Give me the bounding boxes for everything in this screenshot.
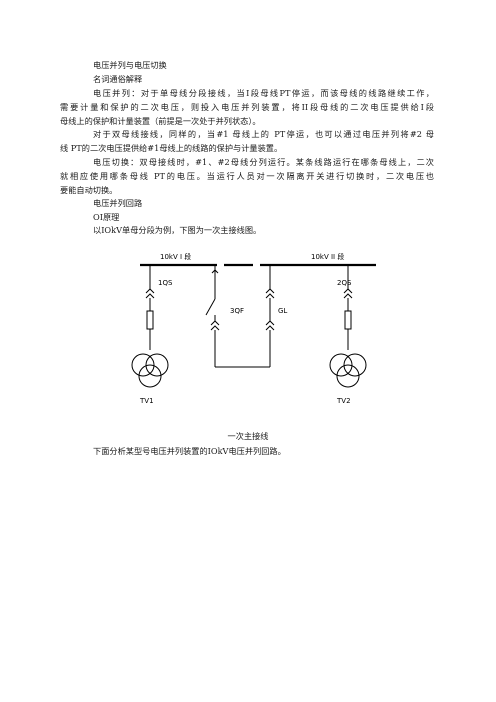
paragraph-line: 就相应使用哪条母线 PT的电压。当运行人员对一次隔离开关进行切换时，二次电压也 bbox=[60, 171, 434, 181]
bus1-label: 10kV I 段 bbox=[160, 252, 191, 261]
diagram-caption: 一次主接线 bbox=[227, 431, 269, 441]
gl-isolator bbox=[265, 265, 275, 367]
paragraph-line: 电压并列：对于单母线分段接线，当I段母线PT停运，而该母线的线路继续工作， bbox=[93, 88, 434, 98]
tv1-label: TV1 bbox=[139, 397, 154, 405]
paragraph-line: 要能自动切换。 bbox=[60, 185, 118, 195]
tv2-label: TV2 bbox=[336, 397, 351, 405]
section-heading: 名词通俗解释 bbox=[93, 74, 143, 84]
bus-tie-breaker bbox=[205, 265, 270, 368]
qs2-label: 2QS bbox=[337, 279, 352, 287]
doc-title: 电压并列与电压切换 bbox=[93, 60, 167, 70]
qs1-label: 1QS bbox=[158, 279, 173, 287]
paragraph-line: 线 PT的二次电压提供给#1母线上的线路的保护与计量装置。 bbox=[60, 143, 283, 153]
right-feeder bbox=[329, 265, 367, 388]
gl-label: GL bbox=[278, 307, 287, 315]
paragraph-line: 对于双母线接线，同样的，当#1 母线上的 PT停运，也可以通过电压并列将#2 母 bbox=[93, 129, 434, 139]
paragraph-line: 需要计量和保护的二次电压，则投入电压并列装置，将II段母线的二次电压提供给I段 bbox=[60, 102, 434, 112]
qf-label: 3QF bbox=[230, 307, 244, 315]
left-feeder bbox=[131, 265, 169, 388]
footer-text: 下面分析某型号电压并列装置的IOkV电压并列回路。 bbox=[93, 446, 286, 456]
diagram-intro: 以IOkV单母分段为例，下图为一次主接线图。 bbox=[93, 225, 262, 235]
paragraph-line: 母线上的保护和计量装置（前提是一次处于并列状态）。 bbox=[60, 116, 261, 126]
single-line-diagram: 10kV I 段 10kV II 段 1QS TV1 3QF bbox=[131, 252, 376, 405]
paragraph-line: 电压切换：双母接线时，#1、#2母线分列运行。某条线路运行在哪条母线上，二次 bbox=[93, 157, 434, 167]
principle-heading: OI原理 bbox=[93, 212, 120, 222]
bus2-label: 10kV II 段 bbox=[311, 252, 344, 261]
loop-heading: 电压并列回路 bbox=[93, 198, 143, 208]
